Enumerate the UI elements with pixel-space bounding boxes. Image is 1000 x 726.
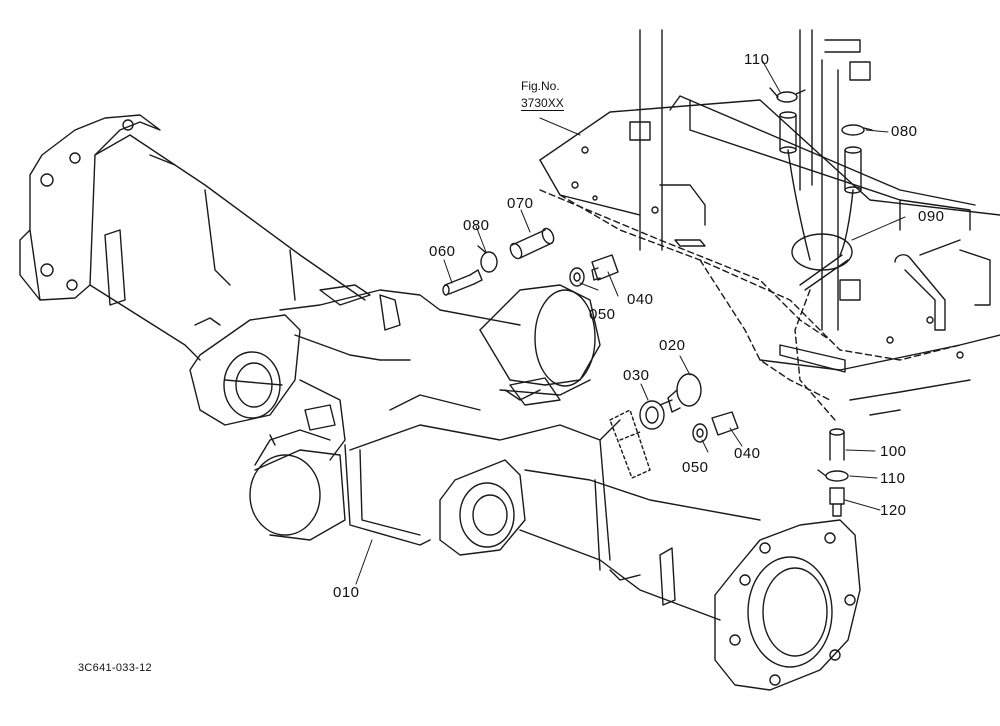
small-parts [442, 227, 739, 443]
breather-parts [769, 87, 873, 517]
callout-010[interactable]: 010 [333, 584, 360, 601]
callout-100[interactable]: 100 [880, 443, 907, 460]
callout-070[interactable]: 070 [507, 195, 534, 212]
callout-020[interactable]: 020 [659, 337, 686, 354]
callout-050-lower[interactable]: 050 [682, 459, 709, 476]
callout-080-left[interactable]: 080 [463, 217, 490, 234]
callout-090[interactable]: 090 [918, 208, 945, 225]
frame-assembly [539, 29, 1000, 416]
callout-080-right[interactable]: 080 [891, 123, 918, 140]
figure-ref-number[interactable]: 3730XX [521, 96, 564, 111]
callout-040-lower[interactable]: 040 [734, 445, 761, 462]
callout-110-top[interactable]: 110 [744, 51, 770, 68]
drawing-code: 3C641-033-12 [78, 662, 152, 674]
callout-060[interactable]: 060 [429, 243, 456, 260]
figure-ref-line1: Fig.No. [521, 79, 560, 93]
axle-housing [19, 114, 861, 691]
callout-050-upper[interactable]: 050 [589, 306, 616, 323]
callout-040-upper[interactable]: 040 [627, 291, 654, 308]
leader-lines [355, 59, 906, 585]
callout-120[interactable]: 120 [880, 502, 907, 519]
callout-110-lower[interactable]: 110 [880, 470, 906, 487]
callout-030[interactable]: 030 [623, 367, 650, 384]
